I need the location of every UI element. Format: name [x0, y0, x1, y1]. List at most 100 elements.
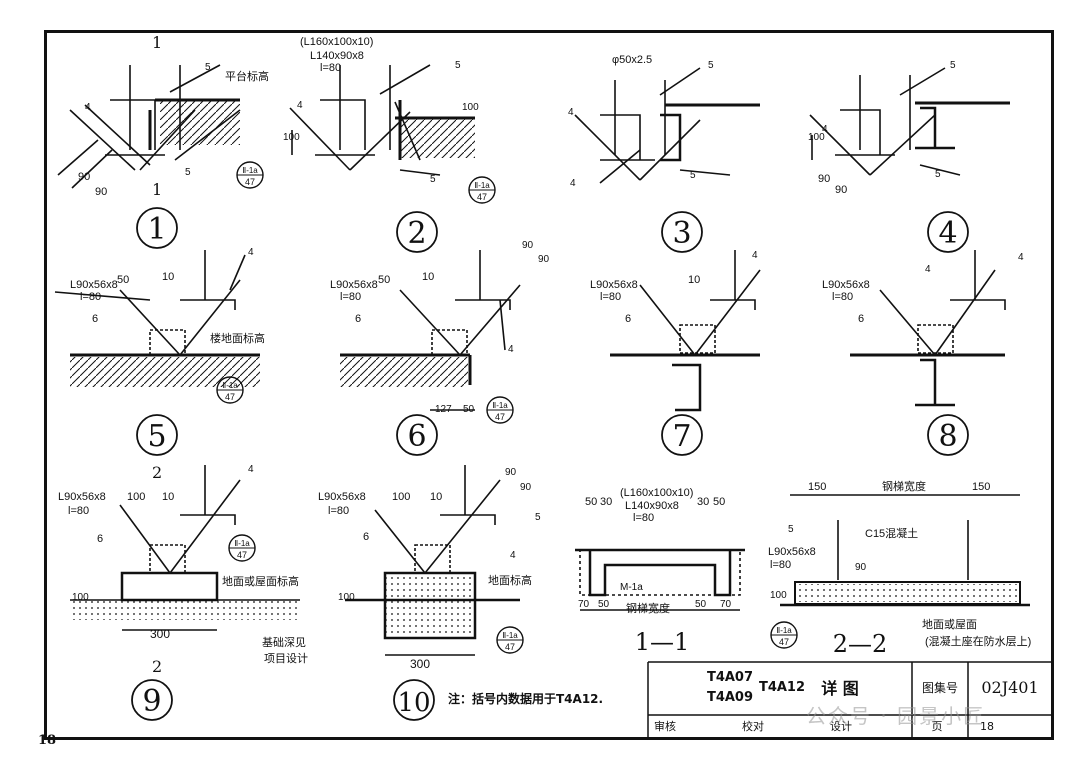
detail-3-label: 4: [570, 178, 576, 189]
detail-6-label: 50: [378, 274, 390, 286]
detail-6-drawing: [340, 250, 521, 411]
section-1-1-label: 70: [578, 599, 590, 610]
section-2-2-label: 地面或屋面: [922, 618, 977, 631]
detail-4-label: 5: [950, 60, 956, 71]
detail-3-label: 4: [568, 107, 574, 118]
detail-4-label: 4: [822, 124, 828, 135]
detail-1-label: 5: [185, 167, 191, 178]
section-2-2-label: (混凝土座在防水层上): [925, 634, 1031, 648]
detail-6-label: l=80: [340, 291, 361, 303]
index-top: Ⅱ-1a: [492, 401, 508, 410]
detail-10-label: 10: [430, 491, 442, 503]
detail-2-label: 100: [462, 102, 479, 113]
section-1-1-label: 50: [713, 496, 725, 508]
detail-6-label: 4: [508, 344, 514, 355]
detail-number: 2: [407, 216, 426, 251]
section-2-2-label: C15混凝土: [865, 526, 918, 540]
detail-5-label: 楼地面标高: [210, 331, 265, 345]
detail-7-label: 4: [752, 250, 758, 261]
detail-number: 5: [147, 419, 166, 454]
detail-4-label: 90: [835, 184, 847, 196]
detail-1-label: 4: [85, 102, 91, 113]
detail-number: 7: [672, 419, 691, 454]
detail-7-label: 6: [625, 313, 631, 325]
detail-number: 8: [938, 419, 957, 454]
detail-10-drawing: [345, 465, 520, 656]
detail-number-circle: [927, 414, 969, 456]
index-top: Ⅱ-1a: [234, 539, 250, 548]
section-1-1-label: 钢梯宽度: [626, 601, 670, 615]
index-bottom: 47: [245, 177, 255, 187]
section-1-1-label: 50: [695, 599, 707, 610]
detail-2-label: L140x90x8: [310, 50, 364, 62]
detail-2-drawing: [289, 64, 475, 176]
section-1-1-label: 5: [535, 512, 541, 523]
detail-5-label: 4: [248, 247, 254, 258]
title-code-2: T4A09: [706, 689, 754, 705]
detail-2-label: l=80: [320, 62, 341, 74]
section-1-1-drawing: [575, 548, 745, 611]
detail-9-drawing: [70, 465, 300, 631]
detail-number: 9: [142, 684, 161, 719]
detail-number: 1: [147, 212, 166, 247]
detail-10-label: 90: [520, 482, 532, 493]
page-number: 18: [38, 733, 57, 748]
detail-number-circle: [396, 414, 438, 456]
section-mark: 2: [152, 657, 162, 676]
drawing-frame: [44, 30, 1054, 740]
detail-6-label: 127: [435, 404, 452, 415]
detail-10-label: l=80: [328, 505, 349, 517]
section-1-1-label: l=80: [633, 512, 654, 524]
index-bottom: 47: [779, 637, 789, 647]
index-top: Ⅱ-1a: [776, 626, 792, 635]
detail-3-label: φ50x2.5: [612, 54, 652, 66]
section-2-2-label: 100: [770, 590, 787, 601]
detail-number-circle: [661, 414, 703, 456]
page-value: 18: [980, 719, 994, 733]
index-top: Ⅱ-1a: [474, 181, 490, 190]
detail-5-label: 50: [117, 274, 129, 286]
detail-10-label: 90: [505, 467, 517, 478]
detail-9-label: 300: [150, 627, 170, 641]
detail-7-label: L90x56x8: [590, 279, 638, 291]
section-1-1-label: 50: [598, 599, 610, 610]
detail-8-drawing: [850, 250, 1006, 407]
section-1-1-title: 1—1: [635, 628, 690, 656]
detail-5-label: 6: [92, 313, 98, 325]
section-1-1-label: M-1a: [620, 582, 643, 593]
detail-2-label: (L160x100x10): [300, 36, 373, 48]
detail-number-circle: [131, 679, 173, 721]
detail-10-label: 4: [510, 550, 516, 561]
detail-8-label: 6: [858, 313, 864, 325]
drawing-title: 详 图: [821, 679, 859, 698]
section-2-2-title: 2—2: [833, 630, 888, 658]
detail-1-label: 90: [78, 171, 90, 183]
section-1-1-label: 50: [585, 496, 597, 508]
detail-6-label: 50: [463, 404, 475, 415]
section-1-1-label: 30: [600, 496, 612, 508]
detail-number-circle: [661, 211, 703, 253]
detail-4-label: 5: [935, 169, 941, 180]
detail-8-label: 4: [925, 264, 931, 275]
section-mark: 1: [152, 180, 162, 199]
review-label: 审核: [654, 720, 676, 733]
design-label: 设计: [830, 720, 852, 733]
atlas-label: 图集号: [921, 680, 958, 695]
note-text: 注：括号内数据用于T4A12.: [448, 692, 604, 706]
detail-5-drawing: [54, 250, 260, 387]
detail-2-label: 5: [430, 174, 436, 185]
detail-number: 6: [407, 419, 426, 454]
detail-2-label: 5: [455, 60, 461, 71]
page-label: 页: [931, 720, 943, 733]
detail-5-label: 10: [162, 271, 174, 283]
index-bottom: 47: [505, 642, 515, 652]
detail-7-label: 10: [688, 274, 700, 286]
detail-9-label: 4: [248, 464, 254, 475]
detail-number-circle: [136, 207, 178, 249]
index-bottom: 47: [495, 412, 505, 422]
detail-6-label: 90: [522, 240, 534, 251]
detail-number-circle: [927, 211, 969, 253]
section-1-1-label: 70: [720, 599, 732, 610]
detail-7-drawing: [610, 250, 761, 412]
index-bottom: 47: [237, 550, 247, 560]
